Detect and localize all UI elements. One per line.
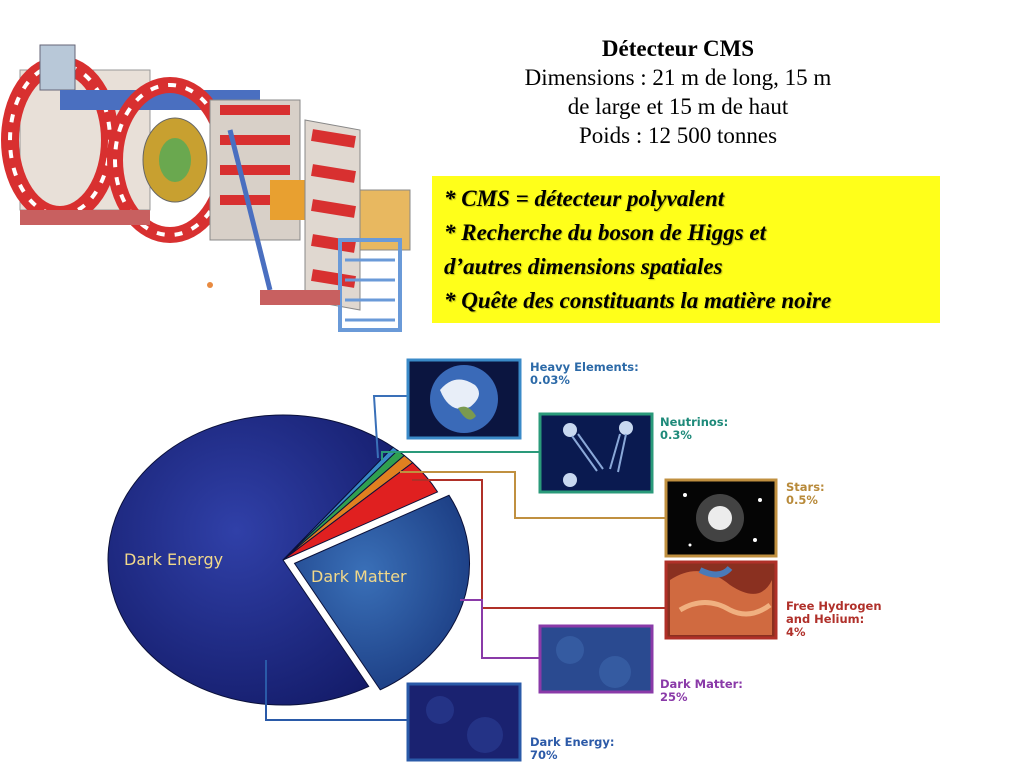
cms-dimensions-line2: de large et 15 m de haut bbox=[567, 94, 789, 119]
legend-neutrinos: Neutrinos: 0.3% bbox=[660, 415, 729, 442]
connector-dark-energy bbox=[265, 660, 410, 721]
connector-neutrinos bbox=[381, 451, 540, 460]
highlight-line: * Recherche du boson de Higgs et bbox=[444, 220, 766, 245]
cms-weight: Poids : 12 500 tonnes bbox=[578, 123, 778, 148]
cms-info-block: Détecteur CMS Dimensions : 21 m de long,… bbox=[450, 34, 906, 150]
cms-detector-illustration bbox=[1, 44, 411, 332]
connector-hydrogen bbox=[412, 479, 665, 609]
pie-label-dark-matter: Dark Matter bbox=[311, 567, 407, 586]
thumbnail-stars bbox=[664, 478, 778, 558]
thumbnail-heavy-elements bbox=[406, 358, 522, 440]
pie-label-dark-energy: Dark Energy bbox=[124, 550, 224, 569]
thumbnail-dark-energy bbox=[406, 682, 522, 762]
slice-hydrogen-helium bbox=[282, 461, 439, 561]
highlight-box: * CMS = détecteur polyvalent * Recherche… bbox=[432, 176, 940, 323]
cms-title: Détecteur CMS bbox=[601, 36, 755, 61]
highlight-line: d’autres dimensions spatiales bbox=[444, 254, 723, 279]
highlight-line: * Quête des constituants la matière noir… bbox=[444, 288, 832, 313]
legend-stars: Stars: 0.5% bbox=[786, 480, 825, 507]
connector-heavy-elements bbox=[372, 395, 410, 459]
highlight-line: * CMS = détecteur polyvalent bbox=[444, 186, 725, 211]
slice-dark-matter bbox=[293, 494, 471, 691]
universe-composition-chart bbox=[107, 358, 778, 762]
connector-dark-matter bbox=[460, 599, 540, 659]
legend-dark-energy: Dark Energy: 70% bbox=[530, 735, 615, 762]
cms-dimensions-line1: Dimensions : 21 m de long, 15 m bbox=[524, 65, 832, 90]
pie-chart bbox=[107, 414, 471, 706]
connector-lines bbox=[265, 395, 665, 721]
slice-dark-energy bbox=[107, 414, 394, 706]
thumbnail-dark-matter bbox=[538, 624, 654, 694]
legend-hydrogen-helium: Free Hydrogen and Helium: 4% bbox=[786, 599, 882, 639]
thumbnail-hydrogen-helium bbox=[664, 560, 778, 640]
thumbnail-neutrinos bbox=[538, 412, 654, 494]
legend-dark-matter: Dark Matter: 25% bbox=[660, 677, 743, 704]
legend-heavy-elements: Heavy Elements: 0.03% bbox=[530, 360, 639, 387]
connector-stars bbox=[400, 471, 665, 519]
